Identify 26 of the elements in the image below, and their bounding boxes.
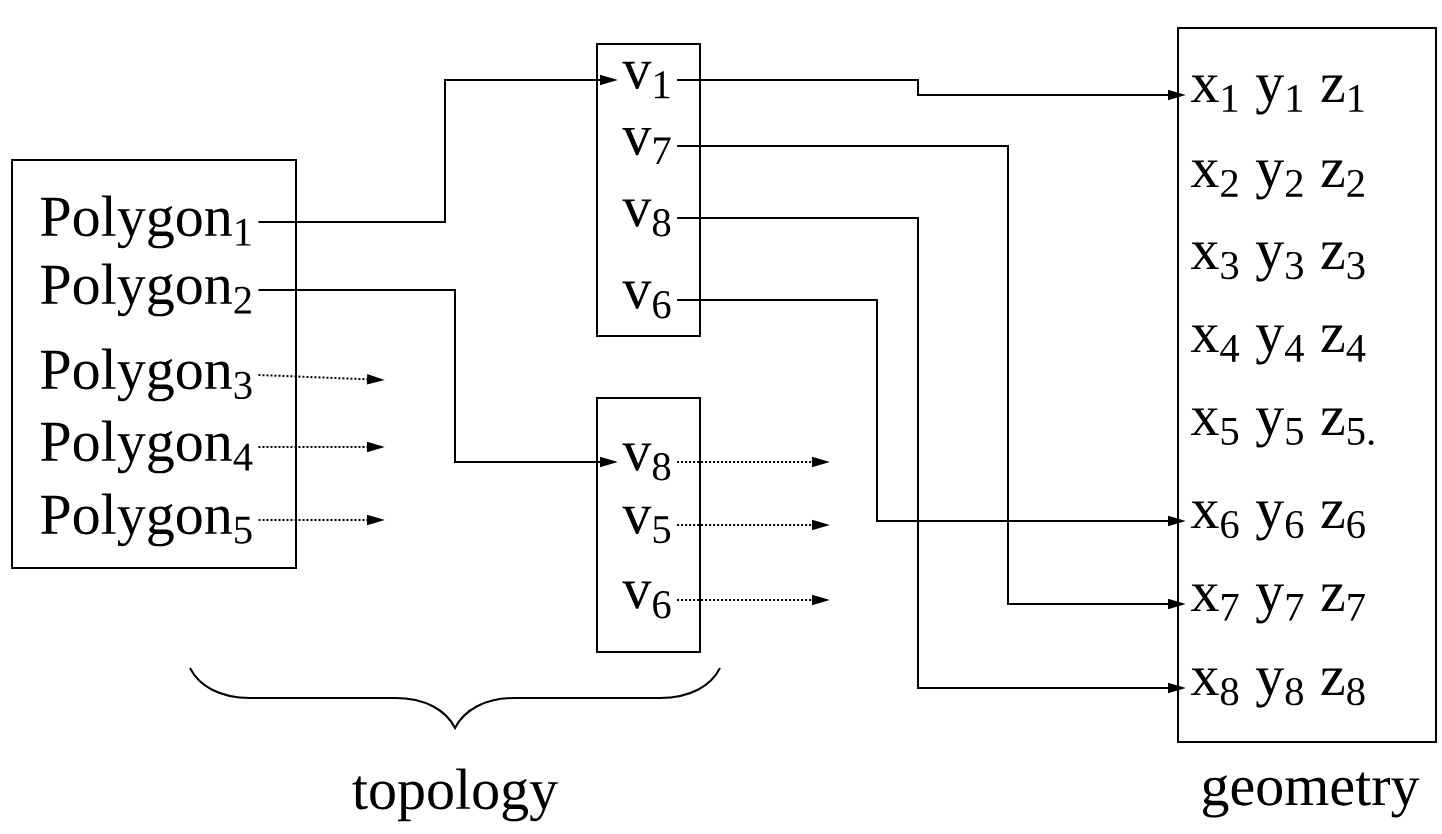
text-row: v$_{8}$ <box>622 199 671 237</box>
text-row: Polygon$_{4}$ <box>41 420 253 474</box>
text-row: x$_{1}$ y$_{1}$ z$_{1}$ <box>1190 75 1364 115</box>
text-row: x$_{4}$ y$_{4}$ z$_{4}$ <box>1190 325 1366 365</box>
text-row: x$_{7}$ y$_{7}$ z$_{7}$ <box>1190 584 1365 624</box>
text-row: Polygon$_{1}$ <box>41 195 251 249</box>
caption-label: topology <box>352 768 558 822</box>
text-row: v$_{8}$ <box>622 443 671 481</box>
caption-label: geometry <box>1202 772 1420 818</box>
list-box <box>596 43 701 337</box>
text-row: x$_{2}$ y$_{2}$ z$_{2}$ <box>1190 160 1364 200</box>
text-row: x$_{3}$ y$_{3}$ z$_{3}$ <box>1190 242 1365 282</box>
list-box <box>596 397 701 653</box>
text-row: v$_{5}$ <box>622 506 671 544</box>
text-row: v$_{6}$ <box>622 281 671 319</box>
text-row: x$_{5}$ y$_{5}$ z$_{5.}$ <box>1190 408 1374 448</box>
text-row: v$_{6}$ <box>622 581 671 619</box>
list-box <box>11 159 297 569</box>
text-row: Polygon$_{2}$ <box>41 263 251 317</box>
text-row: x$_{6}$ y$_{6}$ z$_{6}$ <box>1190 501 1365 541</box>
text-row: v$_{1}$ <box>622 61 670 99</box>
text-row: Polygon$_{5}$ <box>41 493 252 547</box>
text-row: Polygon$_{3}$ <box>41 348 252 402</box>
text-row: x$_{8}$ y$_{8}$ z$_{8}$ <box>1190 668 1365 708</box>
list-box <box>1177 27 1437 743</box>
text-row: v$_{7}$ <box>622 127 671 165</box>
